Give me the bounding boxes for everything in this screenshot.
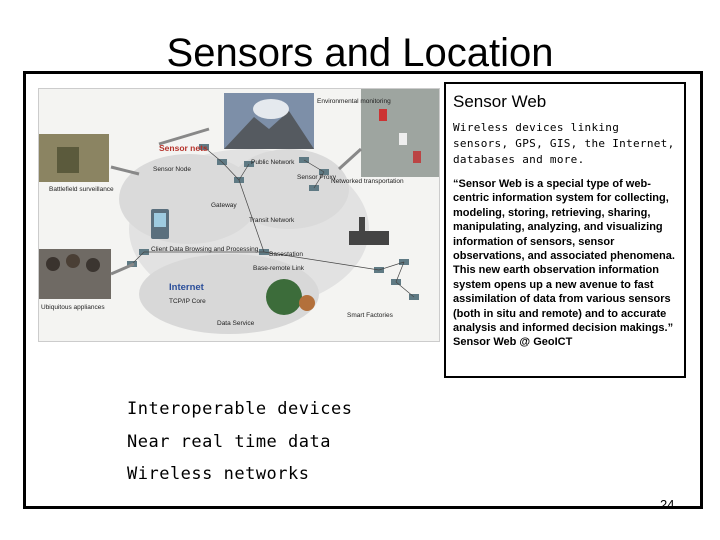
- sensor-web-diagram-svg: Environmental monitoring Sensor nets Sen…: [39, 89, 439, 341]
- page-number: 24: [660, 497, 674, 512]
- factory-icon: [349, 231, 389, 245]
- label-environmental: Environmental monitoring: [317, 98, 391, 105]
- label-data-service: Data Service: [217, 320, 255, 327]
- label-battlefield: Battlefield surveillance: [49, 186, 114, 193]
- label-smart-factories: Smart Factories: [347, 312, 394, 319]
- sensor-web-callout: Sensor Web Wireless devices linking sens…: [444, 82, 686, 378]
- bullet-item: Wireless networks: [127, 458, 352, 491]
- label-internet: Internet: [169, 282, 205, 293]
- sensor-board-icon: [266, 279, 302, 315]
- callout-subheading: Wireless devices linking sensors, GPS, G…: [453, 120, 676, 168]
- callout-quote: “Sensor Web is a special type of web-cen…: [453, 177, 676, 350]
- bullet-list: Interoperable devices Near real time dat…: [127, 393, 352, 491]
- label-networked-transport: Networked transportation: [331, 178, 404, 185]
- bullet-item: Interoperable devices: [127, 393, 352, 426]
- label-ubiquitous: Ubiquitous appliances: [41, 304, 105, 311]
- label-sensor-nets: Sensor nets: [159, 143, 208, 153]
- label-tcpip: TCP/IP Core: [169, 298, 206, 305]
- label-gateway: Gateway: [211, 202, 237, 209]
- label-base-remote: Base-remote Link: [253, 265, 305, 272]
- slide-title: Sensors and Location: [0, 30, 720, 76]
- sensor-web-diagram: Environmental monitoring Sensor nets Sen…: [38, 88, 440, 342]
- label-basestation: Basestation: [269, 251, 303, 258]
- label-sensor-node: Sensor Node: [153, 166, 191, 173]
- label-client-data: Client Data Browsing and Processing: [151, 246, 259, 253]
- label-transit-network: Transit Network: [249, 217, 295, 224]
- label-public-network: Public Network: [251, 159, 295, 166]
- callout-heading: Sensor Web: [453, 92, 676, 112]
- bullet-item: Near real time data: [127, 426, 352, 459]
